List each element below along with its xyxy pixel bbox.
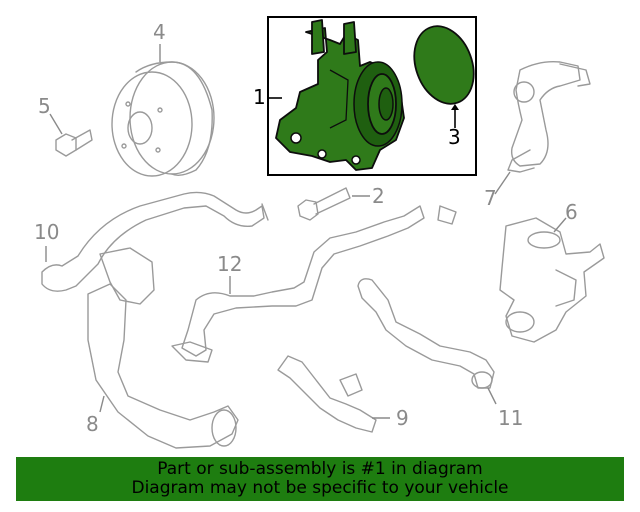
water-pump-part-1[interactable] <box>275 19 405 171</box>
callout-4: 4 <box>153 20 166 44</box>
banner-line-1: Part or sub-assembly is #1 in diagram <box>157 459 483 479</box>
callout-3: 3 <box>448 125 461 149</box>
disclaimer-banner: Part or sub-assembly is #1 in diagram Di… <box>16 457 624 501</box>
callout-7: 7 <box>484 186 497 210</box>
callout-5: 5 <box>38 94 51 118</box>
callout-1: 1 <box>253 85 266 109</box>
highlight-box <box>267 16 477 176</box>
hose-part-7[interactable] <box>507 60 591 173</box>
hose-assembly-part-8[interactable] <box>87 247 239 449</box>
callout-2: 2 <box>372 184 385 208</box>
thermostat-housing-part-6[interactable] <box>499 217 605 343</box>
hose-part-12[interactable] <box>171 205 457 363</box>
bolt-part-5[interactable] <box>55 129 93 157</box>
callout-12: 12 <box>217 252 243 276</box>
callout-11: 11 <box>498 406 524 430</box>
callout-8: 8 <box>86 412 99 436</box>
banner-line-2: Diagram may not be specific to your vehi… <box>131 478 509 498</box>
bolt-part-2[interactable] <box>297 187 351 221</box>
hose-part-10[interactable] <box>41 191 269 292</box>
callout-6: 6 <box>565 200 578 224</box>
callout-10: 10 <box>34 220 60 244</box>
gasket-part-3[interactable] <box>404 18 484 112</box>
hose-part-11[interactable] <box>357 278 495 389</box>
hose-part-9[interactable] <box>277 355 377 433</box>
callout-9: 9 <box>396 406 409 430</box>
pulley-part-4[interactable] <box>111 61 215 177</box>
